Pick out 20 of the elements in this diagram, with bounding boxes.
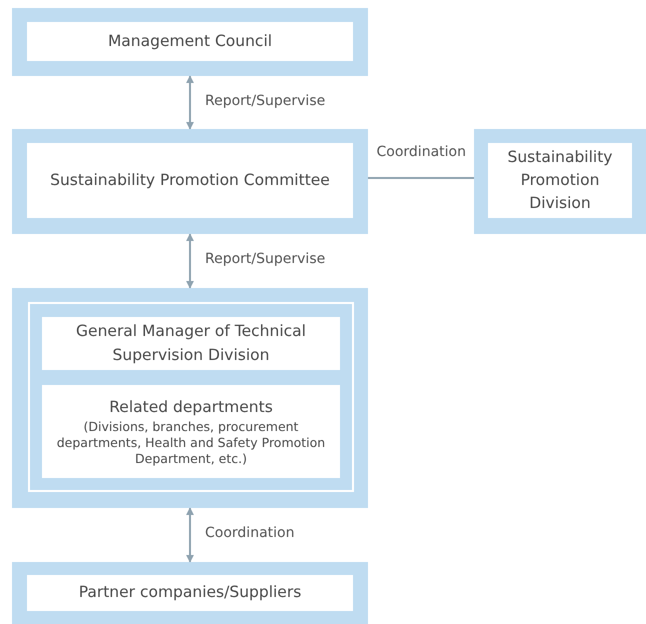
box-title: Related departments — [109, 396, 273, 418]
org-box — [12, 129, 368, 234]
double-arrow — [186, 75, 194, 130]
box-note: (Divisions, branches, procurement departments, Health and Safety Promotion Department, etc.) — [56, 418, 326, 468]
double-arrow — [186, 507, 194, 563]
edge-label: Report/Supervise — [205, 92, 326, 108]
box-label: Sustainability Promotion Committee — [50, 170, 330, 191]
org-box — [474, 129, 646, 234]
box-label: Sustainability Promotion Division — [506, 146, 614, 214]
box-label: Partner companies/Suppliers — [78, 582, 302, 604]
edge-label: Report/Supervise — [205, 251, 326, 267]
org-box — [12, 8, 368, 76]
org-box — [12, 562, 368, 624]
double-arrow — [186, 233, 194, 289]
box-title: General Manager of Technical Supervision Division — [75, 321, 307, 366]
group-panel — [12, 288, 368, 508]
department-box — [42, 385, 340, 478]
department-box — [42, 317, 340, 370]
connector-line — [368, 177, 474, 179]
box-label: Management Council — [108, 30, 272, 52]
